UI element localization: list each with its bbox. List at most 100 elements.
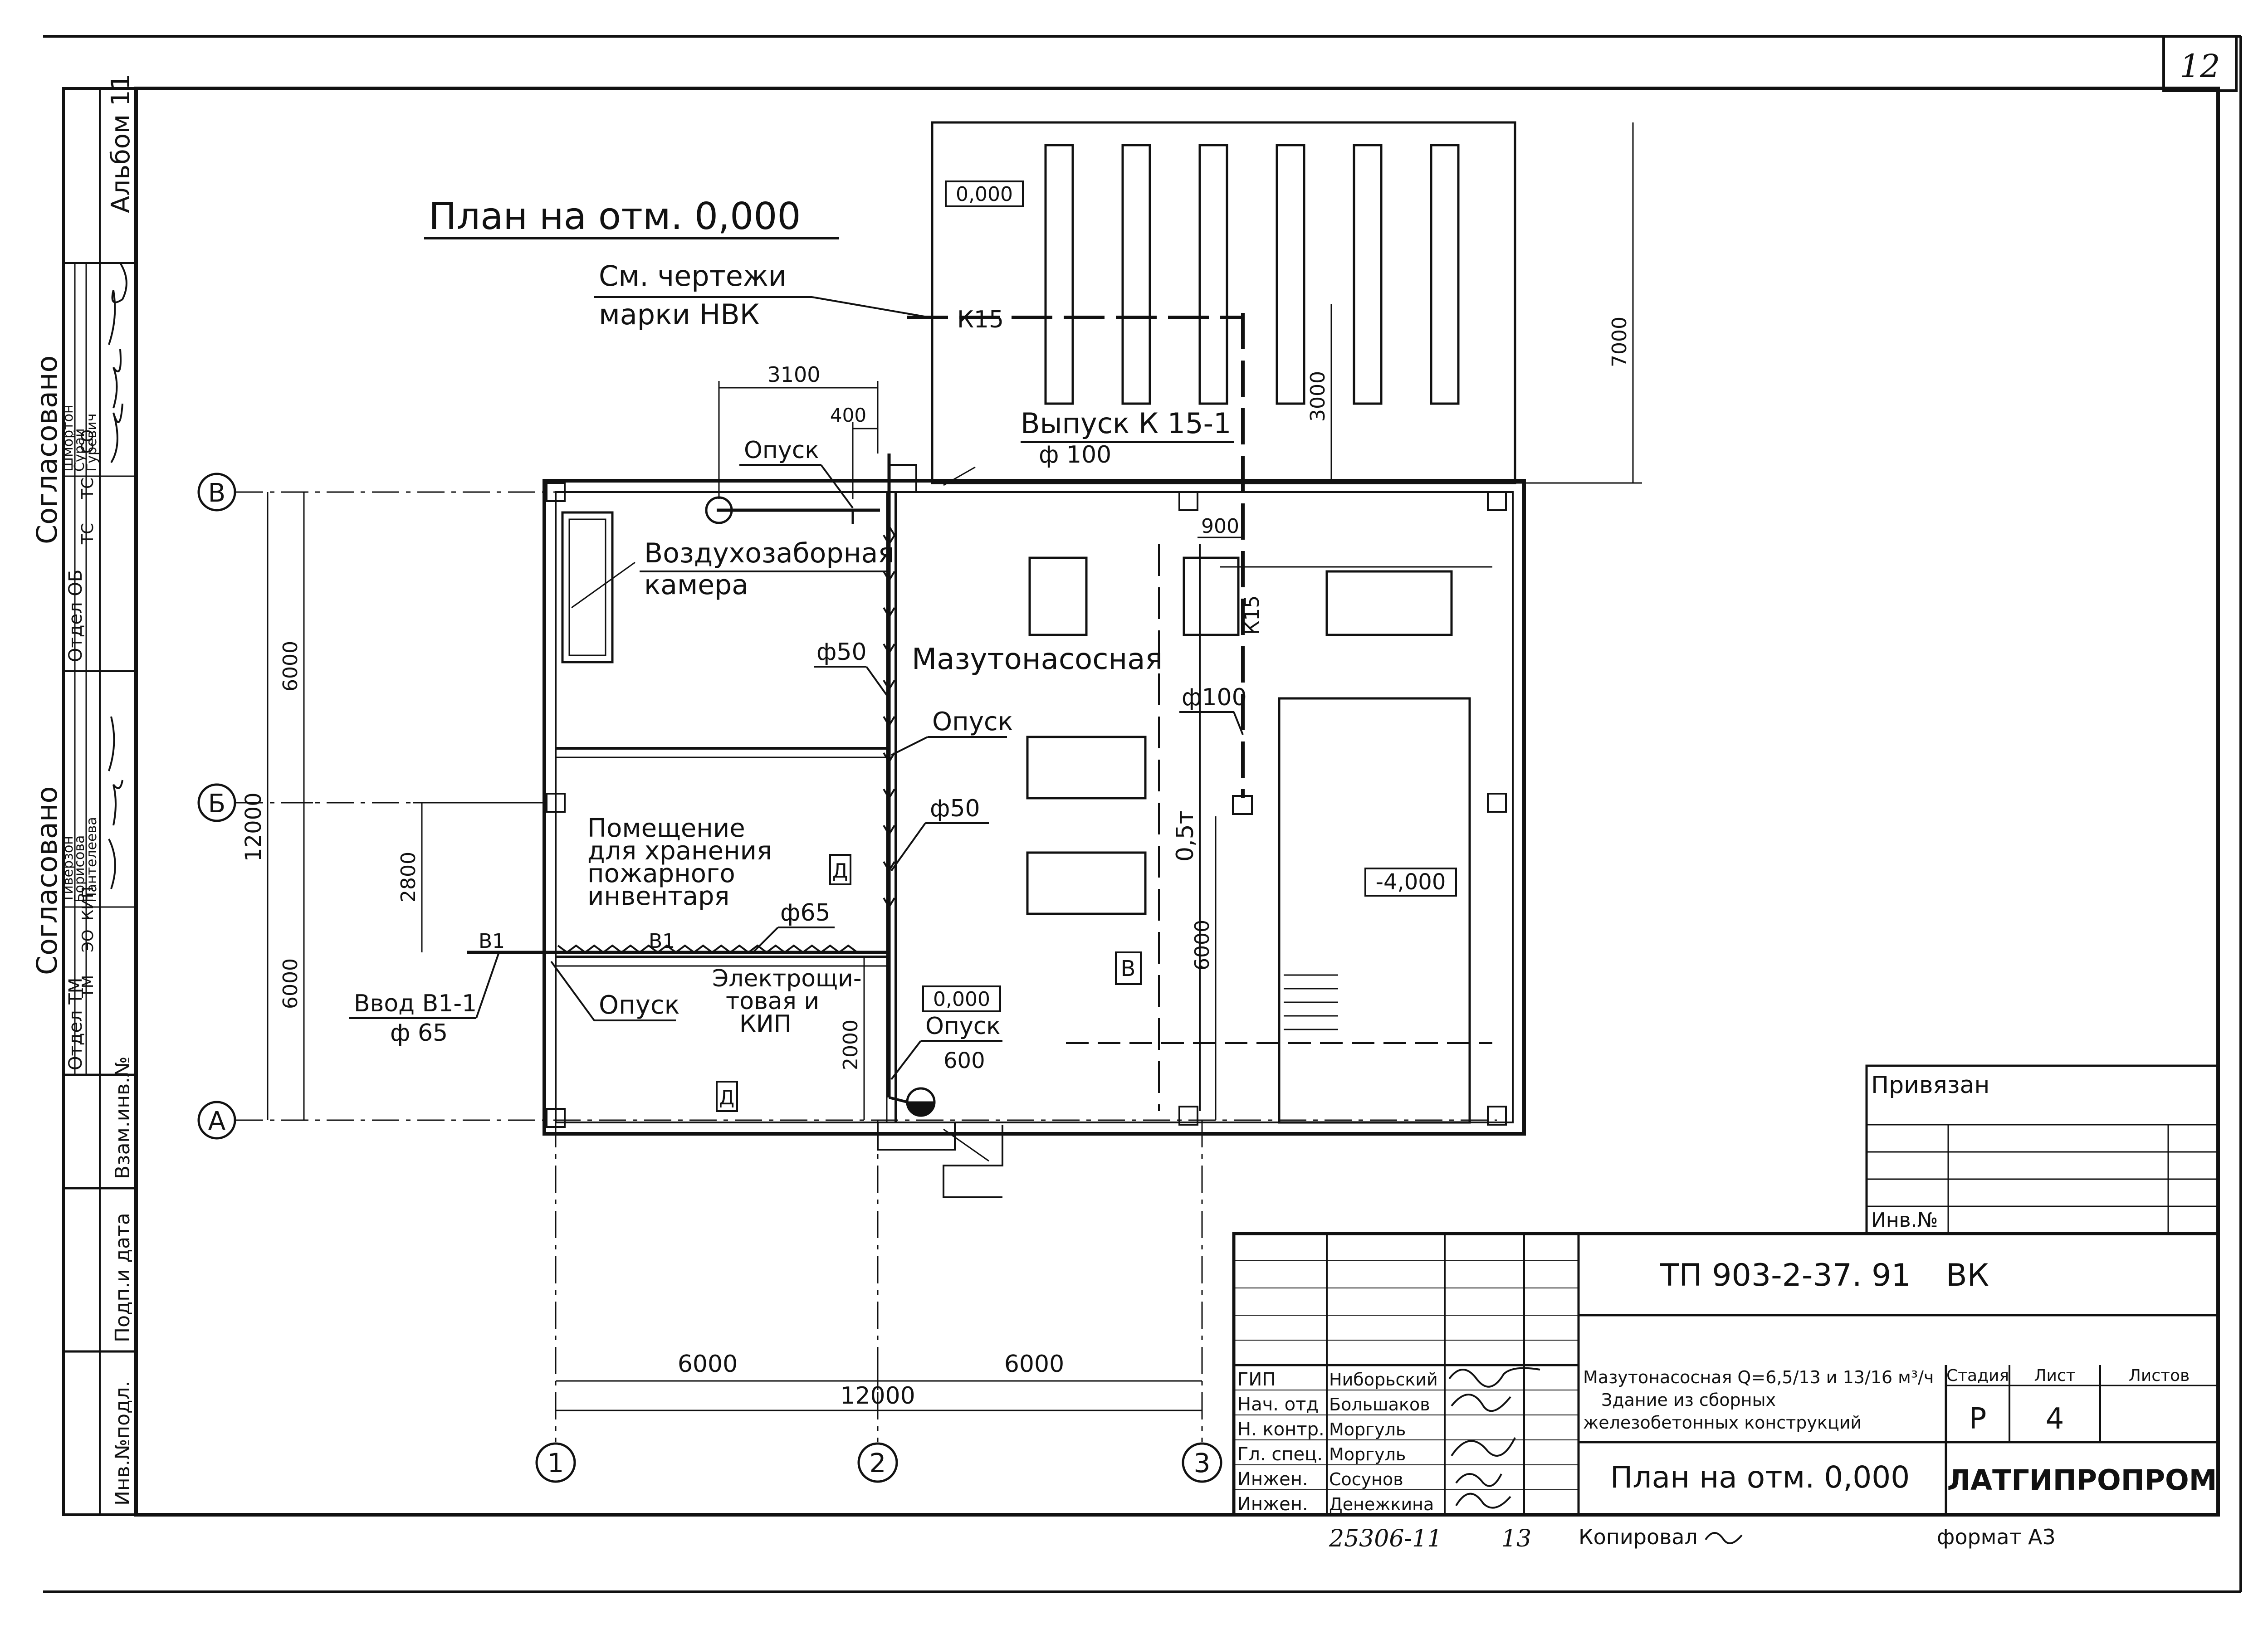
label-vvod-1: Ввод В1-1 — [354, 990, 477, 1017]
note-see-drawings-1: См. чертежи — [599, 259, 787, 293]
album-label: Альбом 11 — [106, 74, 136, 213]
axis-bubble-1 — [535, 1442, 576, 1483]
label-b1-mid: В1 — [649, 930, 675, 953]
dim-6000-b: 6000 — [279, 958, 302, 1009]
axis-label-b: Б — [208, 789, 225, 819]
label-opusk-mid: Опуск — [932, 707, 1013, 737]
footer-page: 13 — [1501, 1525, 1531, 1552]
dim-3100: 3100 — [767, 362, 820, 387]
axis-label-v: В — [208, 478, 225, 508]
side-label-vzam: Взам.инв.№ — [111, 1056, 134, 1179]
approval-name-2a: Тиверзон — [60, 836, 76, 903]
label-phi100-mid: ф100 — [1182, 684, 1247, 711]
pipe-v1 — [467, 454, 936, 1117]
room-fire-storage-2: для хранения — [587, 836, 772, 866]
person-5: Сосунов — [1329, 1469, 1403, 1489]
person-4: Моргуль — [1329, 1444, 1406, 1464]
dim-6000-h1: 6000 — [678, 1351, 738, 1378]
approval-name-1a: Шмортон — [60, 405, 76, 472]
mark-d1: Д — [832, 859, 848, 883]
side-label-inv: Инв.№подл. — [111, 1380, 134, 1506]
dim-6000-right: 6000 — [1191, 920, 1214, 971]
room-fire-storage-3: пожарного — [587, 859, 735, 888]
footer-format: формат А3 — [1937, 1525, 2056, 1549]
doc-mark: ВК — [1946, 1258, 1989, 1293]
axis-bubble-2 — [857, 1442, 898, 1483]
role-4: Гл. спец. — [1237, 1444, 1323, 1465]
mark-v-box — [1115, 951, 1142, 985]
room-fire-storage-4: инвентаря — [587, 882, 729, 911]
title-block — [1232, 1232, 2220, 1517]
sheet-header: Лист — [2034, 1366, 2075, 1385]
pipe-k15 — [907, 313, 1253, 815]
approval-row-2c: КИП — [79, 887, 97, 921]
role-2: Нач. отд — [1237, 1394, 1319, 1415]
approval-name-1c: Гуревич — [84, 414, 100, 472]
approval-row-1a: ТС — [78, 523, 97, 545]
note-see-drawings-2: марки НВК — [599, 298, 760, 331]
label-k15: К15 — [957, 306, 1004, 333]
building-walls — [543, 464, 1526, 1198]
axis-label-3: 3 — [1194, 1448, 1211, 1478]
dim-6000-h2: 6000 — [1004, 1351, 1064, 1378]
doc-desc-3: железобетонных конструкций — [1583, 1413, 1862, 1433]
role-1: ГИП — [1237, 1369, 1276, 1390]
person-6: Денежкина — [1329, 1494, 1434, 1514]
mark-d1-box — [829, 854, 851, 885]
approval-header-1: Согласовано — [30, 356, 64, 544]
footer-number: 25306-11 — [1329, 1525, 1442, 1552]
label-vvod-2: ф 65 — [390, 1019, 448, 1047]
axis-bubble-v — [197, 473, 236, 512]
mark-d2-box — [716, 1081, 738, 1112]
dimension-lines — [267, 122, 1642, 1411]
axis-label-a: А — [208, 1107, 225, 1136]
mark-v: В — [1121, 956, 1136, 981]
stage-header: Стадия — [1946, 1366, 2009, 1385]
axis-bubble-3 — [1182, 1442, 1222, 1483]
plan-title: План на отм. 0,000 — [429, 195, 801, 238]
approval-name-2c: Пантелеева — [84, 817, 100, 902]
label-opusk-top: Опуск — [744, 437, 819, 464]
axis-bubble-a — [197, 1101, 236, 1140]
room-electrical-2: товая и — [726, 988, 819, 1015]
label-phi100-top: ф 100 — [1039, 441, 1111, 468]
level-mark-pit-text: -4,000 — [1376, 869, 1446, 895]
axis-label-2: 2 — [870, 1448, 886, 1478]
equipment — [1026, 556, 1453, 1030]
approval-header-2: Согласовано — [30, 786, 64, 975]
person-2: Большаков — [1329, 1395, 1430, 1415]
footer-copied: Копировал — [1579, 1525, 1698, 1549]
level-mark-top — [945, 180, 1024, 207]
axis-label-1: 1 — [547, 1448, 564, 1478]
left-stamp-strip — [62, 87, 137, 1516]
label-b1-left: В1 — [479, 930, 505, 953]
people-list: ГИП Ниборьский Нач. отд Большаков Н. кон… — [1237, 1369, 1438, 1515]
approval-row-2a: ТМ — [79, 975, 97, 998]
tie-in-inv: Инв.№ — [1871, 1209, 1938, 1232]
label-phi50-b: ф50 — [930, 795, 980, 822]
dim-2800: 2800 — [397, 852, 420, 902]
sheet-number: 12 — [2180, 48, 2220, 85]
label-phi50-a: ф50 — [816, 639, 867, 666]
role-5: Инжен. — [1237, 1469, 1308, 1490]
role-6: Инжен. — [1237, 1494, 1308, 1515]
axis-bubble-b — [197, 783, 236, 822]
doc-desc-2: Здание из сборных — [1601, 1390, 1776, 1410]
label-opusk-bottom: Опуск — [925, 1013, 1001, 1040]
mark-d2: Д — [719, 1086, 734, 1109]
level-mark-mid-text: 0,000 — [933, 988, 990, 1011]
tie-in-title: Привязан — [1871, 1072, 1989, 1099]
dim-12000-h: 12000 — [840, 1382, 915, 1410]
grid-axes — [236, 491, 1497, 1442]
dim-12000-v: 12000 — [241, 792, 266, 862]
sheet-name: План на отм. 0,000 — [1610, 1460, 1910, 1495]
room-electrical-1: Электрощи- — [712, 965, 862, 992]
dim-400: 400 — [830, 404, 866, 426]
stage-value: Р — [1969, 1402, 1987, 1436]
side-label-podp: Подп.и дата — [111, 1213, 134, 1342]
outdoor-tank-area — [931, 121, 1516, 484]
label-k15-vertical: К15 — [1241, 595, 1264, 635]
approval-row-1c: СО — [78, 429, 97, 454]
label-vypusk: Выпуск К 15-1 — [1021, 407, 1231, 440]
